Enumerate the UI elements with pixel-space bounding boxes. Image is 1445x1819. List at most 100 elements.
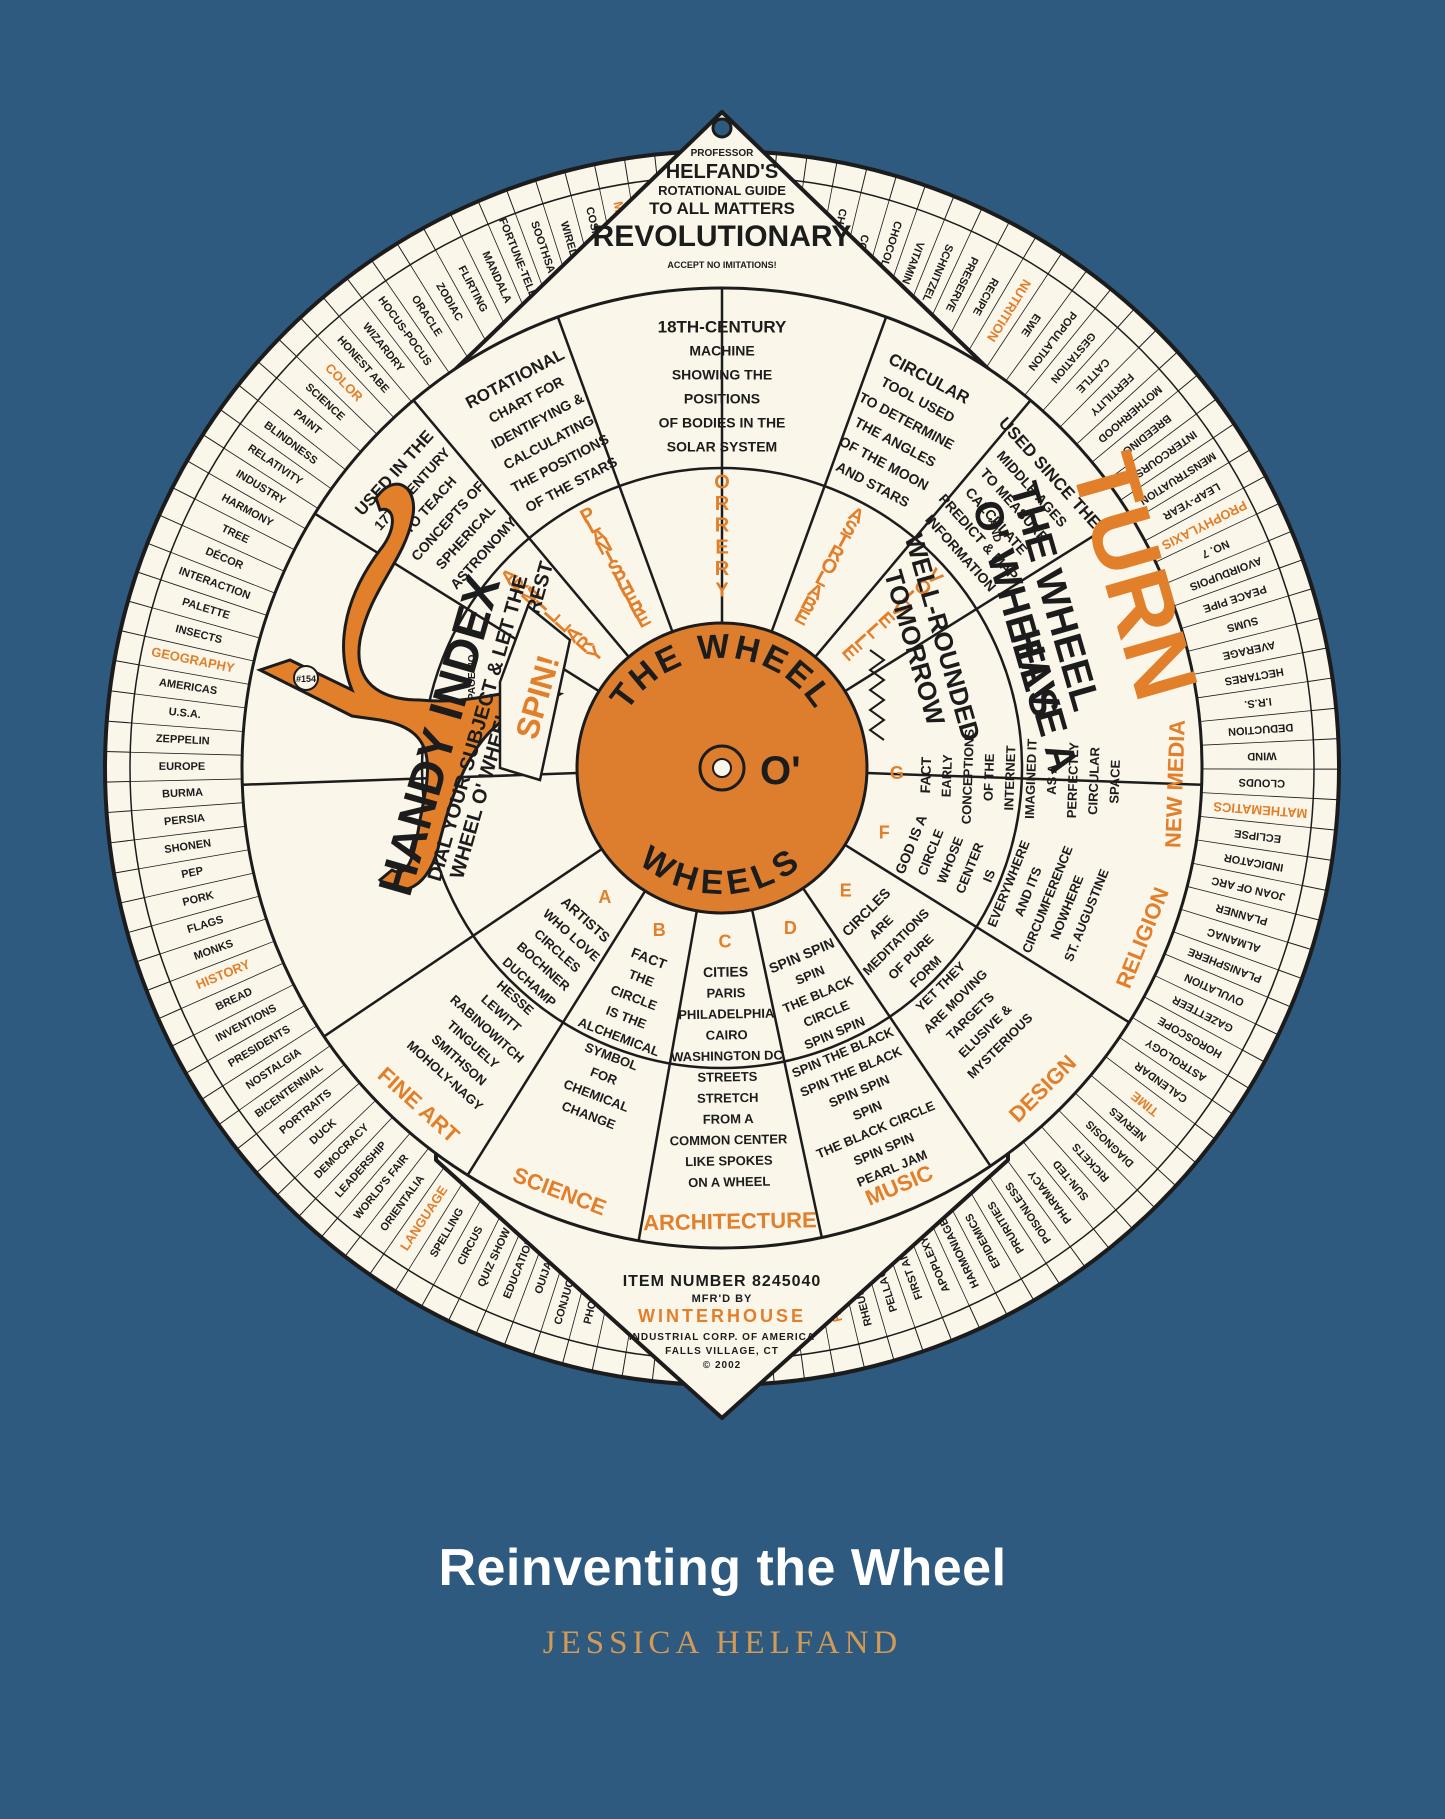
rim-spoke bbox=[986, 273, 1049, 368]
window-category: NEW MEDIA bbox=[1160, 719, 1189, 848]
book-author: JESSICA HELFAND bbox=[542, 1625, 903, 1661]
window-text-line: CITIES bbox=[703, 963, 748, 980]
rim-tick bbox=[257, 361, 277, 379]
rim-tick bbox=[475, 1310, 487, 1335]
rim-spoke bbox=[965, 258, 1024, 355]
rim-tick bbox=[109, 690, 135, 695]
rim-tick bbox=[450, 213, 462, 237]
rim-word: U.S.A. bbox=[168, 706, 201, 721]
rim-tick bbox=[105, 781, 131, 783]
rim-spoke bbox=[361, 297, 431, 388]
rim-spoke bbox=[194, 498, 295, 551]
window-text-line: WASHINGTON DC bbox=[671, 1047, 784, 1064]
rim-tick bbox=[941, 1317, 953, 1341]
rim-spoke bbox=[1155, 513, 1257, 563]
rim-tick bbox=[147, 542, 171, 553]
rim-spoke bbox=[181, 524, 285, 572]
rim-tick bbox=[564, 171, 572, 196]
rim-tick bbox=[1279, 559, 1303, 569]
rim-tick bbox=[159, 514, 183, 526]
window-letter: C bbox=[719, 932, 732, 952]
rim-tick bbox=[1020, 1278, 1035, 1301]
rim-tick bbox=[171, 1034, 194, 1047]
rim-word: I.R.S. bbox=[1244, 695, 1273, 710]
rim-spoke bbox=[1143, 996, 1243, 1051]
rim-tick bbox=[1177, 374, 1198, 392]
rim-tick bbox=[1136, 1189, 1156, 1209]
rim-spoke bbox=[984, 1169, 1047, 1264]
dial-spoke bbox=[844, 512, 1130, 693]
rim-tick bbox=[278, 338, 297, 357]
rim-spoke bbox=[159, 918, 267, 955]
rim-tick bbox=[621, 1352, 627, 1377]
rim-tick bbox=[106, 810, 132, 814]
rim-tick bbox=[114, 660, 140, 666]
rim-tick bbox=[346, 277, 363, 299]
rim-spoke bbox=[1074, 1092, 1158, 1170]
window-name-letter: R bbox=[715, 493, 730, 515]
rim-spoke bbox=[1024, 308, 1096, 396]
rim-tick bbox=[1311, 707, 1337, 712]
rim-tick bbox=[1255, 1023, 1279, 1036]
window-letter: D bbox=[784, 918, 797, 938]
rim-tick bbox=[298, 1198, 317, 1218]
hub-middle-text: O' bbox=[760, 749, 801, 793]
rim-spoke bbox=[1201, 792, 1314, 799]
top-plate-line: ACCEPT NO IMITATIONS! bbox=[667, 260, 776, 270]
rim-word: PERSIA bbox=[164, 812, 206, 828]
window-text-line: LIKE SPOKES bbox=[685, 1153, 773, 1170]
rim-tick bbox=[532, 1331, 542, 1356]
rim-spoke bbox=[409, 264, 470, 361]
rim-tick bbox=[1278, 969, 1303, 980]
rim-spoke bbox=[461, 236, 512, 338]
rim-tick bbox=[113, 868, 139, 874]
rim-tick bbox=[1138, 329, 1157, 348]
rim-spoke bbox=[1199, 815, 1312, 829]
bottom-plate-line: WINTERHOUSE bbox=[638, 1306, 806, 1326]
rim-spoke bbox=[1173, 931, 1279, 971]
rim-tick bbox=[1045, 1263, 1061, 1285]
rim-tick bbox=[1211, 1099, 1234, 1115]
top-plate-line: HELFAND'S bbox=[666, 161, 779, 183]
rim-spoke bbox=[964, 1181, 1022, 1280]
rim-tick bbox=[1313, 738, 1339, 741]
book-title: Reinventing the Wheel bbox=[438, 1539, 1007, 1597]
rim-word: EUROPE bbox=[159, 761, 205, 773]
window-text-line: OF THE bbox=[980, 753, 997, 801]
top-plate-line: TO ALL MATTERS bbox=[649, 199, 795, 218]
rim-tick bbox=[119, 897, 145, 904]
bottom-plate-line: MFR'D BY bbox=[692, 1293, 753, 1305]
window-text-line: STRETCH bbox=[697, 1090, 759, 1106]
rim-tick bbox=[127, 925, 152, 934]
rim-spoke bbox=[385, 280, 450, 374]
hub-ring bbox=[698, 744, 746, 792]
rim-tick bbox=[218, 1109, 240, 1126]
rim-spoke bbox=[1181, 595, 1289, 629]
window-text-line: IMAGINED IT bbox=[1022, 738, 1040, 819]
window-text-line: CONCEPTIONS bbox=[959, 728, 977, 824]
rim-spoke bbox=[1091, 390, 1179, 463]
rim-spoke bbox=[1180, 908, 1288, 943]
page-number: #154 bbox=[296, 674, 316, 684]
rim-tick bbox=[394, 1269, 409, 1292]
rim-spoke bbox=[144, 635, 255, 662]
rim-spoke bbox=[1058, 1109, 1138, 1191]
spin-tag[interactable] bbox=[498, 603, 572, 782]
rim-word: CLOUDS bbox=[1238, 776, 1285, 789]
rim-spoke bbox=[359, 1147, 429, 1237]
window-category: ARCHITECTURE bbox=[643, 1207, 817, 1235]
rim-spoke bbox=[435, 249, 491, 349]
window-name-letter: Y bbox=[715, 580, 729, 602]
top-plate-line: ROTATIONAL GUIDE bbox=[658, 183, 786, 198]
rim-tick bbox=[623, 158, 629, 184]
rim-tick bbox=[1228, 449, 1251, 463]
rim-spoke bbox=[945, 243, 998, 344]
rim-tick bbox=[238, 384, 259, 401]
rim-spoke bbox=[1165, 540, 1269, 585]
rim-word: DEDUCTION bbox=[1228, 721, 1294, 738]
rim-spoke bbox=[1164, 953, 1268, 998]
squiggle-icon bbox=[868, 649, 886, 741]
rim-spoke bbox=[1041, 1126, 1117, 1211]
rim-tick bbox=[1158, 351, 1178, 370]
